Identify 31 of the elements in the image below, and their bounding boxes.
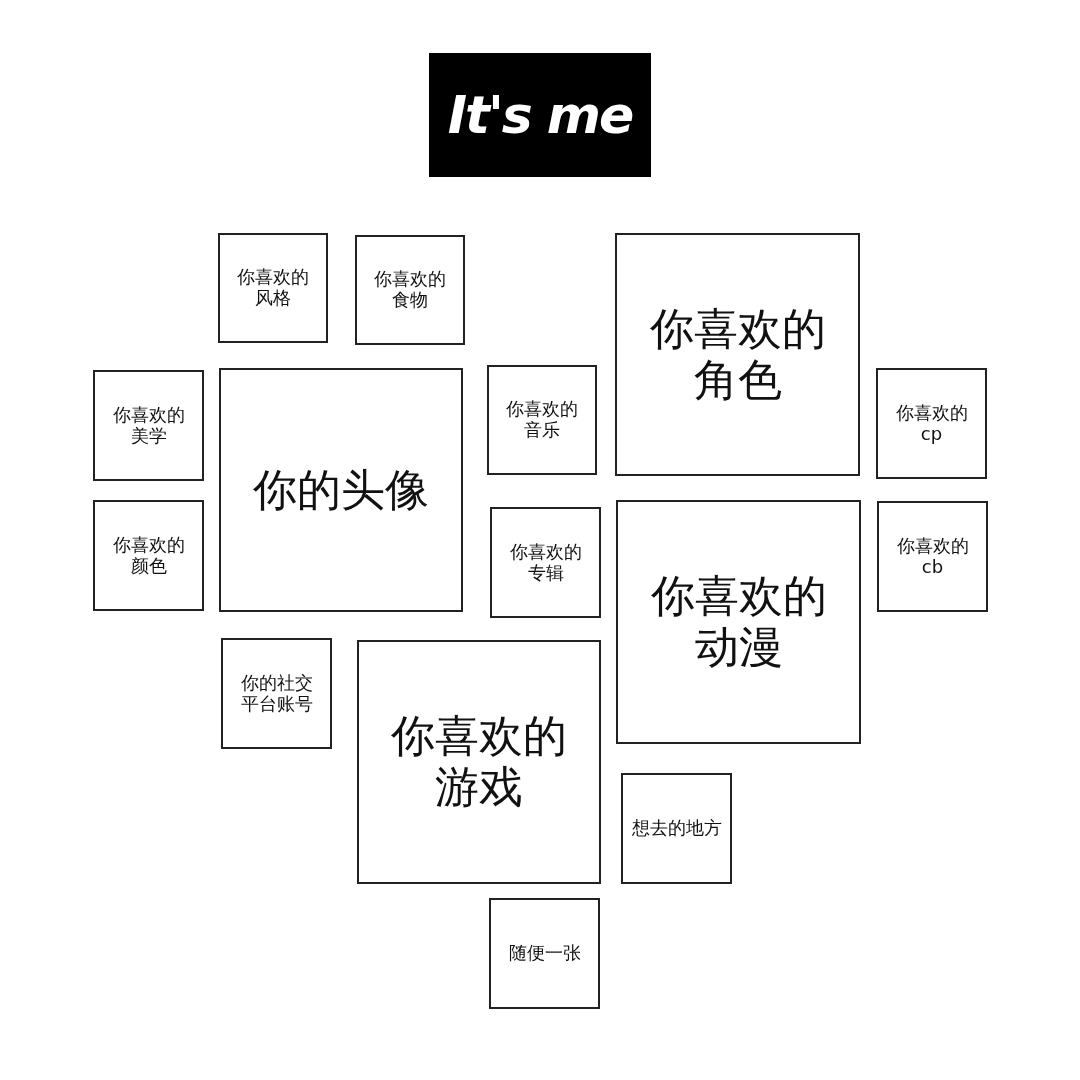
frame-label: 你喜欢的美学 bbox=[111, 404, 186, 447]
frame-label: 你的社交平台账号 bbox=[239, 672, 314, 715]
frame-label: 你喜欢的角色 bbox=[648, 303, 827, 406]
frame-box bbox=[489, 898, 600, 1009]
frame-box bbox=[218, 233, 328, 343]
frame-box bbox=[490, 507, 601, 618]
frame-box bbox=[221, 638, 332, 749]
frame-label: 你喜欢的颜色 bbox=[111, 534, 186, 577]
frame-box bbox=[877, 501, 988, 612]
frame-box bbox=[357, 640, 601, 884]
frame-box bbox=[621, 773, 732, 884]
frame-box bbox=[876, 368, 987, 479]
frame-label: 你喜欢的cp bbox=[894, 402, 969, 445]
frame-label: 你喜欢的cb bbox=[895, 535, 970, 578]
frame-box bbox=[616, 500, 861, 744]
frame-label: 你喜欢的风格 bbox=[236, 267, 310, 309]
frame-label: 你喜欢的游戏 bbox=[390, 711, 568, 813]
frame-label: 你的头像 bbox=[252, 464, 430, 516]
frame-box bbox=[219, 368, 463, 612]
frame-box bbox=[93, 500, 204, 611]
frame-box bbox=[487, 365, 597, 475]
frame-label: 你喜欢的音乐 bbox=[505, 399, 579, 441]
frame-box bbox=[355, 235, 465, 345]
frame-label: 你喜欢的动漫 bbox=[649, 571, 828, 673]
frame-label: 你喜欢的专辑 bbox=[508, 541, 583, 584]
frame-label: 你喜欢的食物 bbox=[373, 269, 447, 311]
frame-box bbox=[93, 370, 204, 481]
frame-box bbox=[615, 233, 860, 476]
frame-label: 想去的地方 bbox=[630, 818, 723, 839]
title-banner: It's me bbox=[429, 53, 651, 177]
frame-label: 随便一张 bbox=[507, 943, 582, 964]
